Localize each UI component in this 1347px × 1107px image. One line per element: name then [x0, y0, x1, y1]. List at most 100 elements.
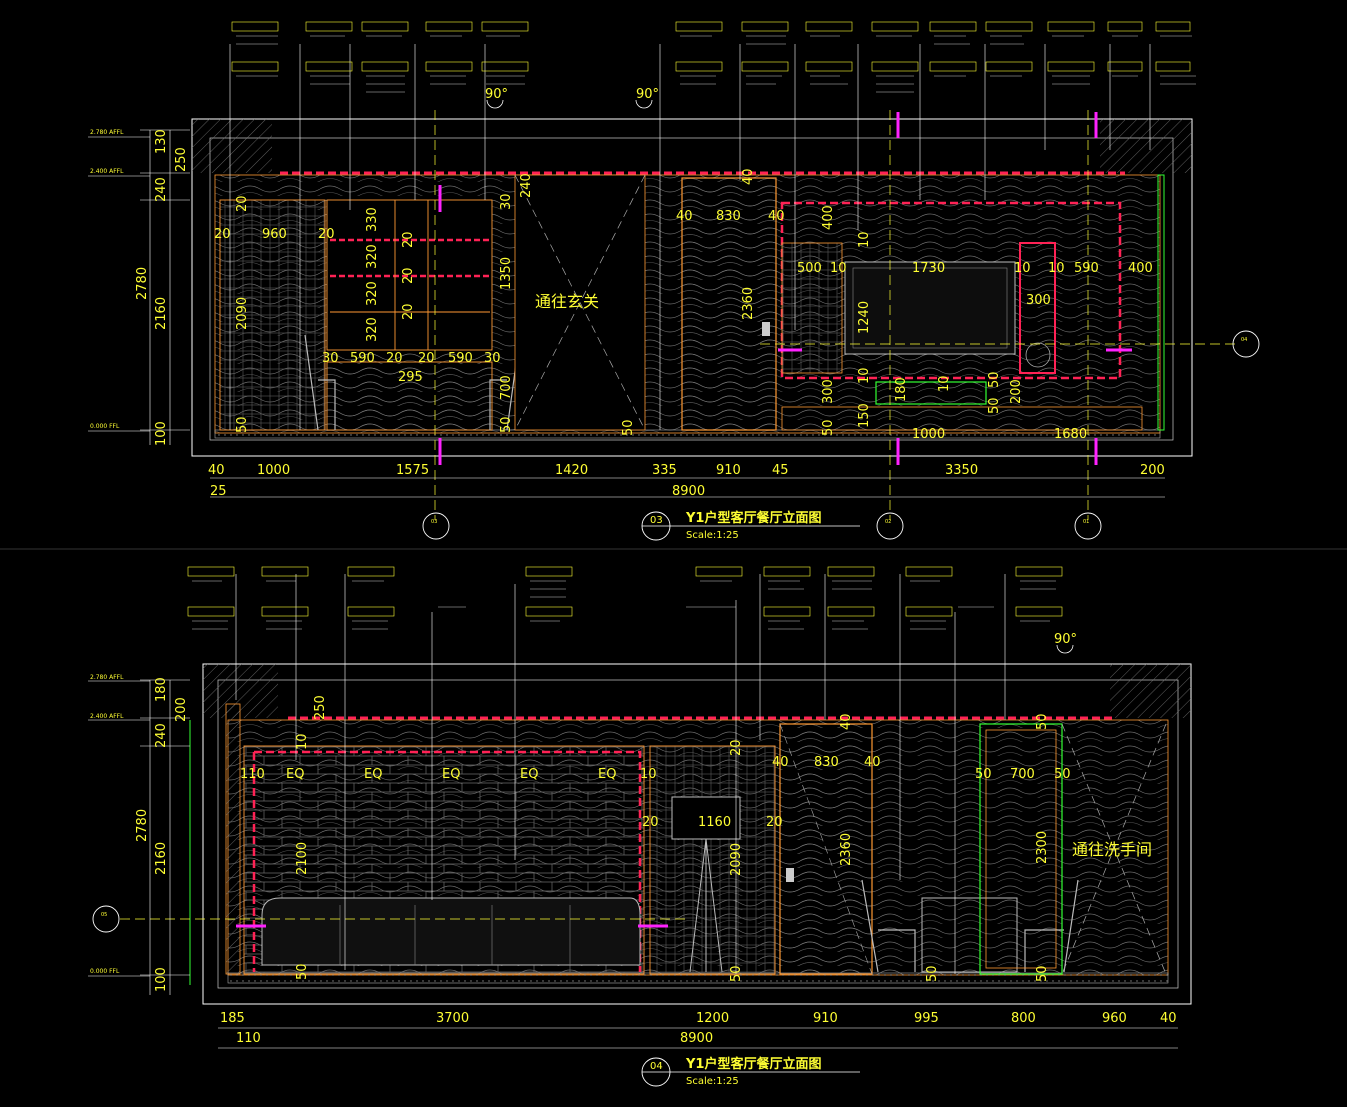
- dim: 50: [295, 963, 310, 980]
- dim: 50: [621, 419, 636, 436]
- dim: 1200: [696, 1011, 729, 1026]
- dim: 800: [1011, 1011, 1036, 1026]
- dim: 700: [1010, 767, 1035, 782]
- dim: 50: [821, 419, 836, 436]
- dim: 1680: [1054, 427, 1087, 442]
- dim: 20: [418, 351, 435, 366]
- dim: 700: [499, 375, 514, 400]
- dim: EQ: [364, 767, 382, 782]
- dim: 8900: [672, 484, 705, 499]
- dim: EQ: [286, 767, 304, 782]
- dim: 320: [365, 317, 380, 342]
- dim: 30: [499, 193, 514, 210]
- dim: 40: [676, 209, 693, 224]
- dim: 1000: [257, 463, 290, 478]
- dim: 110: [240, 767, 265, 782]
- dim: 240: [154, 177, 169, 202]
- dim: 2100: [295, 842, 310, 875]
- dim: 1160: [698, 815, 731, 830]
- dim: 30: [484, 351, 501, 366]
- dim: 10: [640, 767, 657, 782]
- dim: 335: [652, 463, 677, 478]
- dim: 2160: [154, 842, 169, 875]
- dim: 910: [813, 1011, 838, 1026]
- dim: 10: [830, 261, 847, 276]
- dim: 20: [235, 195, 250, 212]
- dim: 240: [154, 723, 169, 748]
- dim: 320: [365, 281, 380, 306]
- dim: 130: [154, 129, 169, 154]
- dim: 20: [401, 267, 416, 284]
- dim: 995: [914, 1011, 939, 1026]
- dim: 400: [821, 205, 836, 230]
- section-mark: 04: [1241, 337, 1247, 343]
- dim: 10: [1014, 261, 1031, 276]
- dim: 40: [839, 713, 854, 730]
- drawing-scale: Scale:1:25: [686, 530, 739, 541]
- dim: 50: [729, 965, 744, 982]
- drawing-title: Y1户型客厅餐厅立面图: [685, 510, 821, 526]
- drawing-title: Y1户型客厅餐厅立面图: [685, 1056, 821, 1072]
- dim: 180: [154, 677, 169, 702]
- dim: 3700: [436, 1011, 469, 1026]
- bottom-level-ceiling: 2.780 AFFL: [90, 674, 124, 681]
- dim: 2160: [154, 297, 169, 330]
- dim: 590: [350, 351, 375, 366]
- dim: 20: [214, 227, 231, 242]
- dim: 910: [716, 463, 741, 478]
- dim: 150: [857, 403, 872, 428]
- dim: 830: [814, 755, 839, 770]
- dim: 250: [313, 695, 328, 720]
- dim: 50: [925, 965, 940, 982]
- dim: 10: [857, 367, 872, 384]
- dim: 40: [1160, 1011, 1177, 1026]
- dim: 1240: [857, 301, 872, 334]
- dim: 10: [295, 733, 310, 750]
- bottom-level-floor: 0.000 FFL: [90, 968, 120, 975]
- dim: 1575: [396, 463, 429, 478]
- dim: 20: [401, 303, 416, 320]
- dim: 185: [220, 1011, 245, 1026]
- passage-label: 通往玄关: [535, 292, 599, 311]
- callout-number: 03: [650, 515, 663, 526]
- dim: 1730: [912, 261, 945, 276]
- bottom-text: 2.780 AFFL 2.400 AFFL 0.000 FFL 180 200 …: [90, 632, 1177, 1087]
- dim: 8900: [680, 1031, 713, 1046]
- section-mark: 05: [101, 912, 107, 918]
- dim: 40: [208, 463, 225, 478]
- angle-label: 90°: [1054, 632, 1077, 647]
- bottom-level-soffit: 2.400 AFFL: [90, 713, 124, 720]
- dim: 295: [398, 370, 423, 385]
- dim: 590: [1074, 261, 1099, 276]
- dim: 50: [499, 416, 514, 433]
- dim: 10: [857, 231, 872, 248]
- dim: 25: [210, 484, 227, 499]
- dim: 3350: [945, 463, 978, 478]
- dim: 50: [1035, 713, 1050, 730]
- dim: 200: [174, 697, 189, 722]
- top-text: 2.780 AFFL 2.400 AFFL 0.000 FFL 130 250 …: [90, 87, 1247, 541]
- dim: 500: [797, 261, 822, 276]
- dim: 2360: [741, 287, 756, 320]
- dim: 20: [401, 231, 416, 248]
- dim: 1350: [499, 257, 514, 290]
- dim: 45: [772, 463, 789, 478]
- dim: 20: [318, 227, 335, 242]
- dim: 40: [772, 755, 789, 770]
- dim: 10: [1048, 261, 1065, 276]
- dim: 40: [741, 168, 756, 185]
- dim: 20: [642, 815, 659, 830]
- dim: 20: [766, 815, 783, 830]
- dim: 590: [448, 351, 473, 366]
- top-elevation: [88, 21, 1260, 541]
- dim: EQ: [442, 767, 460, 782]
- dim: 320: [365, 244, 380, 269]
- dim: 2780: [135, 267, 150, 300]
- dim: 300: [821, 379, 836, 404]
- dim: 2360: [839, 833, 854, 866]
- dim: 50: [1035, 965, 1050, 982]
- dim: 960: [262, 227, 287, 242]
- dim: 50: [987, 397, 1002, 414]
- dim: EQ: [598, 767, 616, 782]
